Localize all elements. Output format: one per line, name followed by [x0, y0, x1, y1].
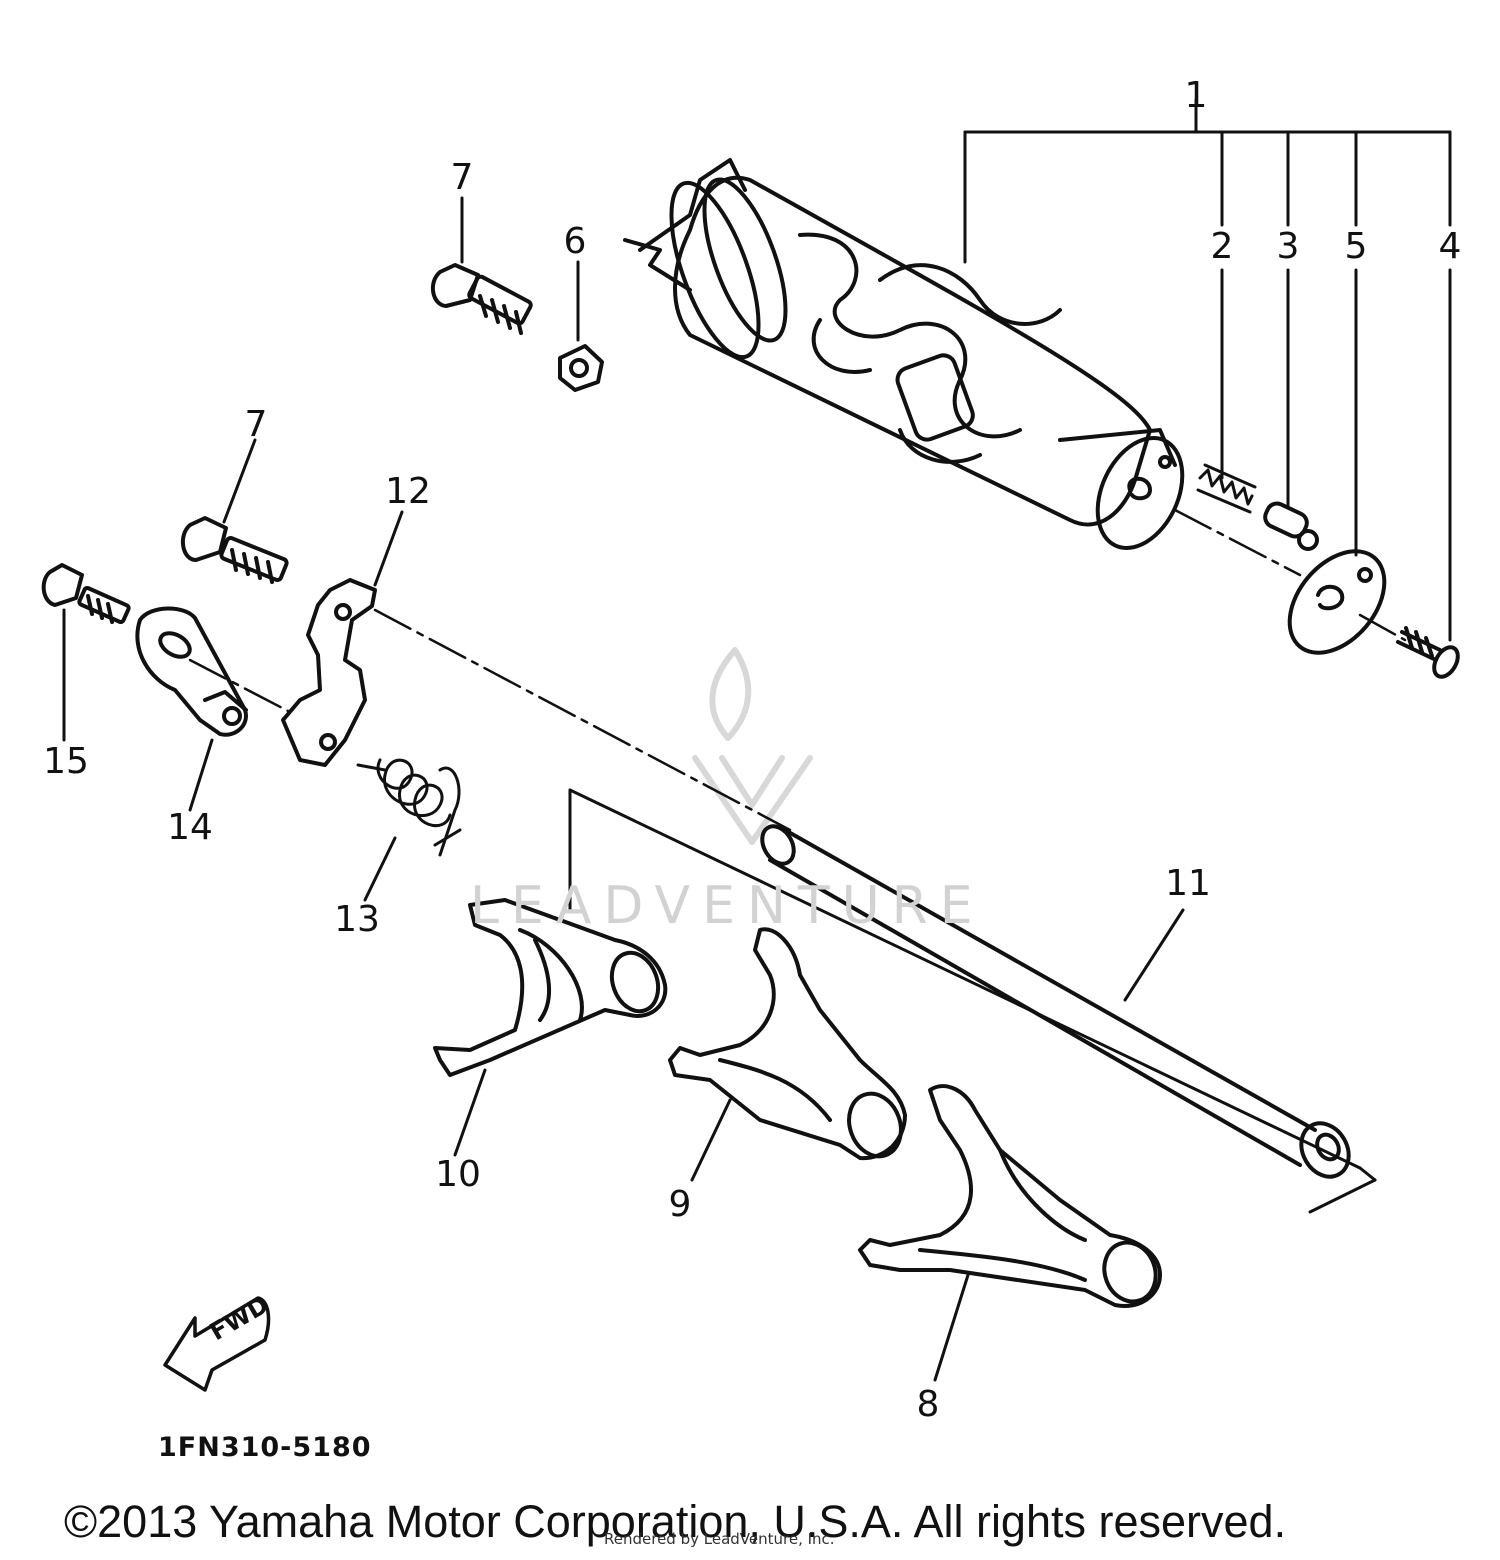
stopper-lever: [135, 606, 248, 812]
callout-8: 8: [916, 1384, 940, 1425]
axis-lines: [188, 508, 1407, 832]
bolt-upper: [430, 196, 533, 335]
callout-13: 13: [334, 899, 380, 940]
forks-bracket: [568, 788, 1377, 1214]
callout-3: 3: [1276, 226, 1300, 267]
shift-guide-plate: [281, 510, 404, 767]
bolt-lower: [180, 438, 289, 584]
callout-7-lower: 7: [244, 404, 268, 445]
watermark-text: LEADVENTURE: [470, 876, 985, 936]
plate-screw: [1396, 626, 1460, 679]
callout-10: 10: [435, 1154, 481, 1195]
rendered-by-note: Rendered by LeadVenture, Inc.: [604, 1530, 835, 1548]
torsion-spring: [356, 758, 462, 902]
callout-2: 2: [1210, 226, 1234, 267]
shift-fork-10: [433, 898, 668, 1157]
callout-14: 14: [167, 807, 213, 848]
callout-1: 1: [1184, 75, 1208, 116]
callout-7-upper: 7: [450, 157, 474, 198]
fwd-arrow-icon: [163, 1296, 271, 1392]
part-code: 1FN310-5180: [158, 1432, 372, 1463]
detent-spring: [1196, 463, 1257, 514]
callout-9: 9: [668, 1184, 692, 1225]
callout-6: 6: [563, 221, 587, 262]
shift-fork-8: [858, 1084, 1162, 1382]
callout-11: 11: [1165, 863, 1211, 904]
callout-15: 15: [43, 741, 89, 782]
detent-pin: [1263, 501, 1319, 551]
shift-fork-9: [668, 927, 907, 1182]
copyright-notice: ©2013 Yamaha Motor Corporation, U.S.A. A…: [64, 1496, 1287, 1547]
callout-5: 5: [1344, 226, 1368, 267]
nut: [558, 260, 604, 392]
callout-12: 12: [385, 471, 431, 512]
shift-drum: [623, 158, 1185, 550]
watermark-logo-icon: [692, 647, 813, 845]
drum-plate: [1287, 549, 1387, 655]
callout-4: 4: [1438, 226, 1462, 267]
callout-bracket: [963, 98, 1452, 642]
bolt-stopper: [41, 563, 131, 742]
